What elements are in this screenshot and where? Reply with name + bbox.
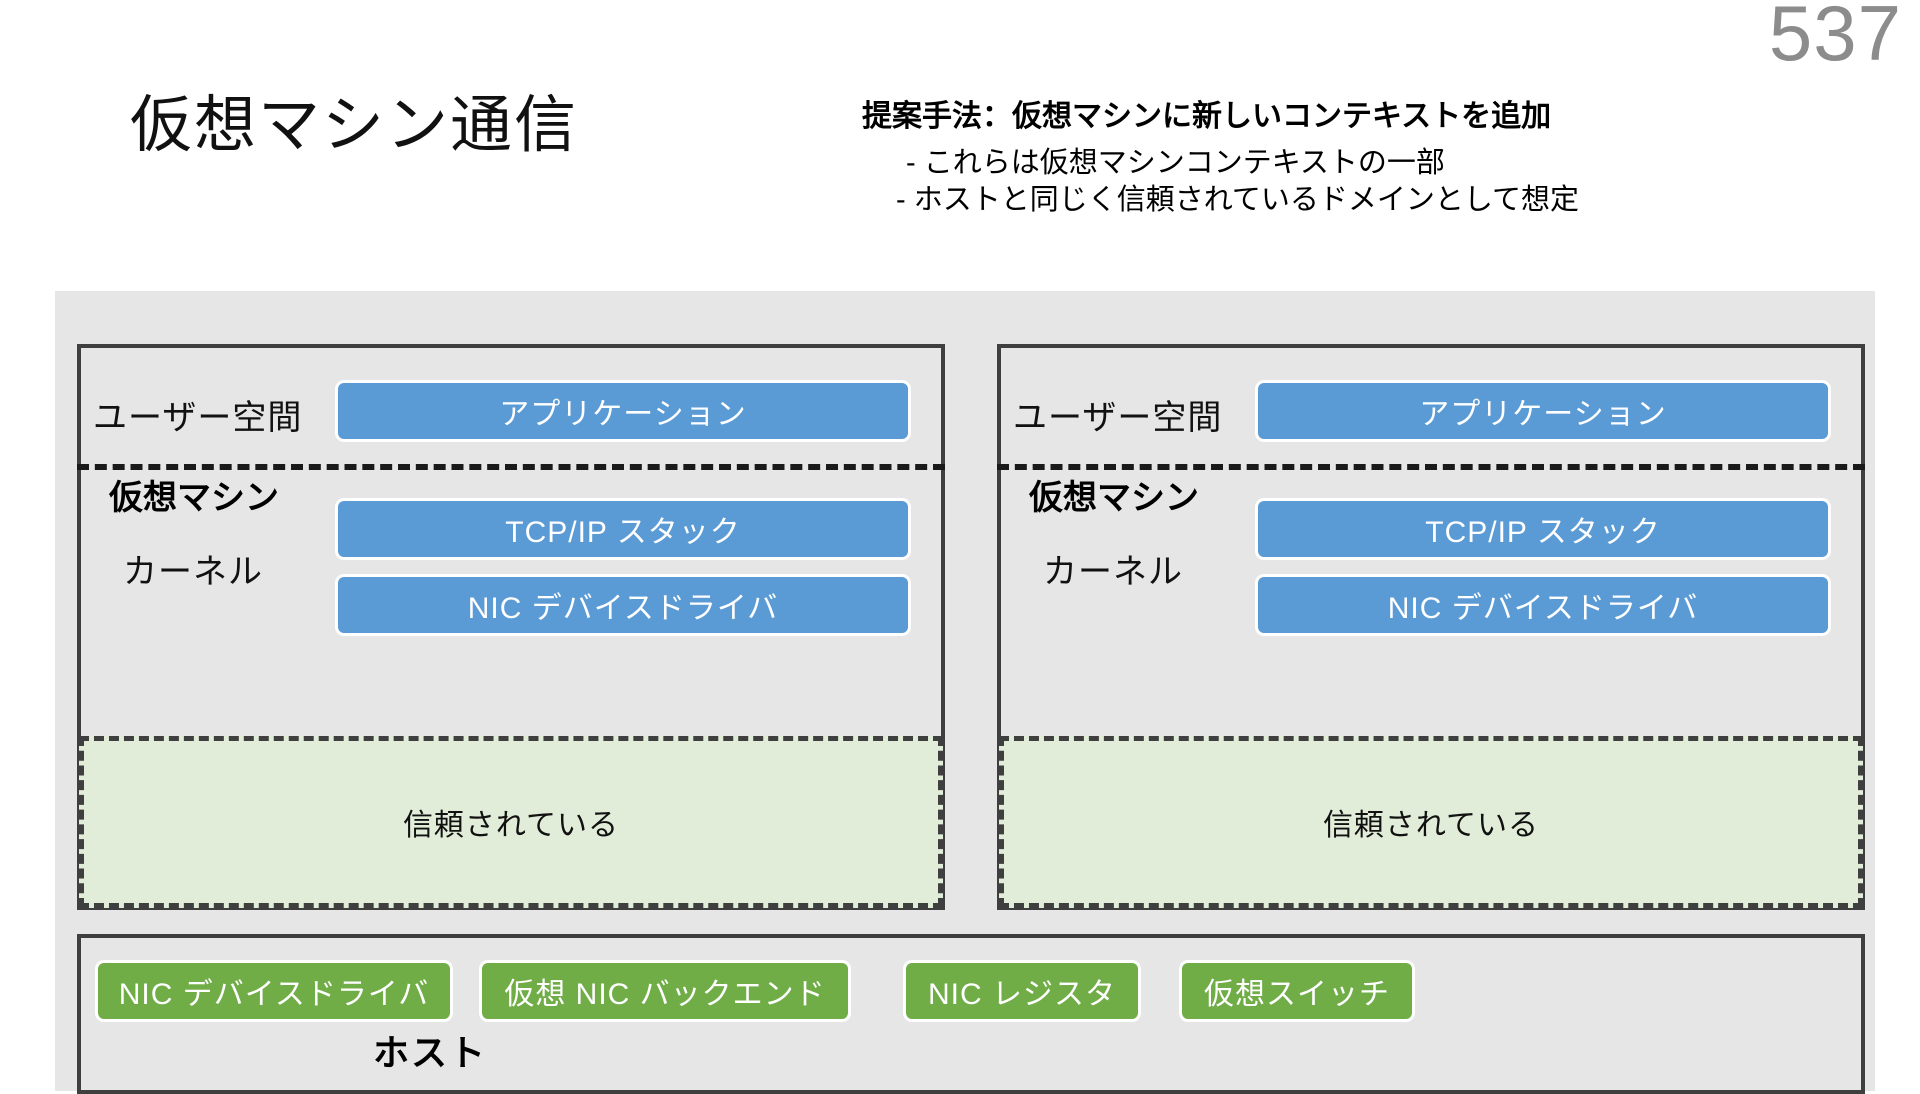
proposal-bullet-2: - ホストと同じく信頼されているドメインとして想定 <box>896 184 1579 217</box>
host-component-nic-driver: NIC デバイスドライバ <box>95 960 453 1022</box>
vm-trusted-label-right: 信頼されている <box>1322 809 1540 842</box>
host-component-virtual-switch: 仮想スイッチ <box>1179 960 1415 1022</box>
proposal-heading: 提案手法：仮想マシンに新しいコンテキストを追加 <box>862 100 1552 133</box>
vm-kernel-label-right: カーネル <box>1043 553 1183 591</box>
vm-component-tcpip-stack-right: TCP/IP スタック <box>1255 498 1831 560</box>
host-box: NIC デバイスドライバ 仮想 NIC バックエンド NIC レジスタ 仮想スイ… <box>77 934 1865 1094</box>
vm-component-application-left: アプリケーション <box>335 380 911 442</box>
vm-component-nic-driver-right: NIC デバイスドライバ <box>1255 574 1831 636</box>
vm-component-nic-driver-left: NIC デバイスドライバ <box>335 574 911 636</box>
architecture-diagram: ユーザー空間 仮想マシン カーネル アプリケーション TCP/IP スタック N… <box>55 291 1875 1094</box>
vm-row: ユーザー空間 仮想マシン カーネル アプリケーション TCP/IP スタック N… <box>77 344 1865 910</box>
vm-component-tcpip-stack-left: TCP/IP スタック <box>335 498 911 560</box>
vm-name-label-right: 仮想マシン <box>1029 479 1199 517</box>
header-notes: 提案手法：仮想マシンに新しいコンテキストを追加 - これらは仮想マシンコンテキス… <box>862 100 1872 219</box>
vm-userspace-label-right: ユーザー空間 <box>1013 399 1223 437</box>
vm-name-label-left: 仮想マシン <box>109 479 279 517</box>
vm-box-left: ユーザー空間 仮想マシン カーネル アプリケーション TCP/IP スタック N… <box>77 344 945 910</box>
vm-divider-left <box>77 464 945 470</box>
vm-trusted-region-left: 信頼されている <box>79 736 943 908</box>
vm-box-right: ユーザー空間 仮想マシン カーネル アプリケーション TCP/IP スタック N… <box>997 344 1865 910</box>
host-label: ホスト <box>373 1032 488 1073</box>
vm-upper-left: ユーザー空間 仮想マシン カーネル アプリケーション TCP/IP スタック N… <box>77 348 945 750</box>
vm-trusted-label-left: 信頼されている <box>402 809 620 842</box>
host-component-virtual-nic-backend: 仮想 NIC バックエンド <box>479 960 851 1022</box>
proposal-bullet-1: - これらは仮想マシンコンテキストの一部 <box>906 147 1445 179</box>
vm-component-application-right: アプリケーション <box>1255 380 1831 442</box>
vm-divider-right <box>997 464 1865 470</box>
vm-kernel-label-left: カーネル <box>123 553 263 591</box>
vm-trusted-region-right: 信頼されている <box>999 736 1863 908</box>
host-components: NIC デバイスドライバ 仮想 NIC バックエンド NIC レジスタ 仮想スイ… <box>95 960 1645 1022</box>
vm-upper-right: ユーザー空間 仮想マシン カーネル アプリケーション TCP/IP スタック N… <box>997 348 1865 750</box>
host-component-nic-register: NIC レジスタ <box>903 960 1141 1022</box>
vm-userspace-label-left: ユーザー空間 <box>93 399 303 437</box>
slide-title: 仮想マシン通信 <box>130 91 579 160</box>
slide-number: 537 <box>1768 0 1902 77</box>
